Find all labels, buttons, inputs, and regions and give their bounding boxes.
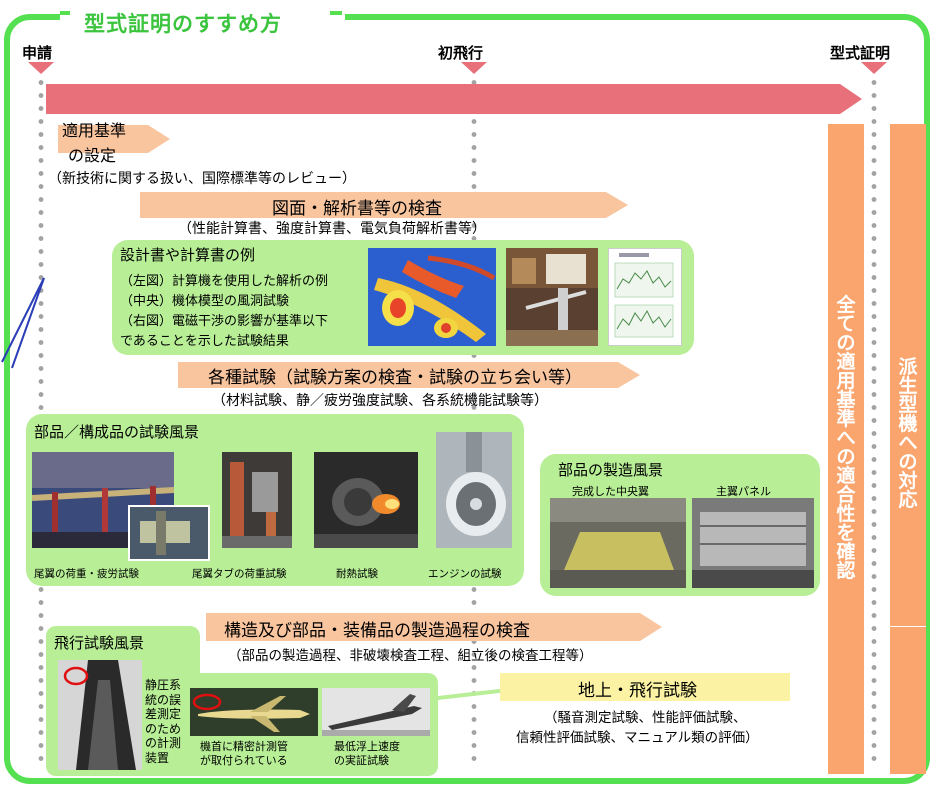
title-gap (60, 7, 345, 33)
takeoff-aircraft-image (322, 688, 430, 736)
manufacture-heading: 部品の製造風景 (558, 461, 664, 479)
design-panel-heading: 設計書や計算書の例 (120, 246, 256, 264)
drawings-label: 図面・解析書等の検査 (272, 199, 442, 219)
parts-caption: 尾翼タブの荷重試験 (192, 568, 287, 580)
center-wing-image (550, 498, 686, 588)
nose-probe-caption-line: 機首に精密計測管 (200, 740, 288, 753)
probe-caption-line: 統の誤 (145, 692, 182, 707)
timeline-dots-end (871, 76, 877, 766)
parts-caption: エンジンの試験 (428, 568, 502, 580)
tab-load-test-image (222, 452, 292, 548)
milestone-application: 申請 (22, 44, 53, 62)
manufacture-caption: 完成した中央翼 (572, 485, 649, 498)
compliance-bar-label: 全ての適用基準への適合性を確認 (836, 294, 856, 582)
tests-label: 各種試験（試験方案の検査・試験の立ち会い等） (208, 368, 582, 388)
probe-caption-line: の計測 (145, 736, 182, 750)
milestone-marker-end (861, 62, 887, 74)
takeoff-caption-line: 最低浮上速度 (334, 740, 400, 753)
standards-label-2: の設定 (68, 146, 117, 165)
design-panel-line: であることを示した試験結果 (120, 334, 289, 349)
engine-test-image (436, 432, 512, 548)
drawings-sub: （性能計算書、強度計算書、電気負荷解析書等） (178, 221, 486, 237)
wind-tunnel-image (506, 248, 598, 346)
probe-caption: 静圧系 統の誤 差測定 のため の計測 装置 (145, 678, 191, 765)
tail-probe-image (58, 660, 142, 770)
probe-caption-line: のため (145, 721, 182, 736)
tail-inset-image (128, 505, 210, 561)
cfd-analysis-image (368, 248, 496, 346)
design-panel-line: （左図）計算機を使用した解析の例 (120, 274, 329, 289)
compliance-bar (828, 124, 864, 774)
milestone-first-flight: 初飛行 (438, 44, 484, 62)
manufacturing-sub: （部品の製造過程、非破壊検査工程、組立後の検査工程等） (228, 648, 593, 664)
ground-flight-label: 地上・飛行試験 (578, 681, 697, 701)
main-wing-panel-image (692, 498, 814, 588)
milestone-marker-start (28, 62, 54, 74)
parts-caption: 尾翼の荷重・疲労試験 (34, 568, 139, 580)
derivative-bar-label: 派生型機への対応 (898, 356, 918, 511)
heat-test-image (314, 452, 418, 548)
flight-test-heading: 飛行試験風景 (54, 634, 145, 652)
ground-flight-sub-2: 信頼性評価試験、マニュアル類の評価） (516, 730, 759, 746)
nose-probe-aircraft-image (190, 688, 318, 736)
title-line-left (60, 11, 70, 15)
nose-probe-caption: 機首に精密計測管 が取付られている (200, 740, 288, 768)
takeoff-caption: 最低浮上速度 の実証試験 (334, 740, 400, 768)
ground-flight-sub-1: （騒音測定試験、性能評価試験、 (544, 710, 747, 726)
probe-caption-line: 差測定 (145, 707, 182, 721)
design-panel-line: （右図）電磁干渉の影響が基準以下 (120, 314, 329, 329)
process-frame (4, 14, 930, 784)
page-title: 型式証明のすすめ方 (84, 12, 282, 36)
parts-test-heading: 部品／構成品の試験風景 (34, 423, 200, 441)
standards-arrow (58, 125, 170, 153)
nose-probe-caption-line: が取付られている (200, 754, 288, 767)
parts-caption: 耐熱試験 (336, 568, 378, 580)
manufacture-caption: 主翼パネル (716, 485, 771, 498)
standards-label-1: 適用基準 (62, 121, 127, 140)
derivative-bar (890, 124, 926, 774)
title-line-right (330, 11, 342, 15)
manufacturing-label: 構造及び部品・装備品の製造過程の検査 (224, 621, 530, 641)
standards-sub: （新技術に関する扱い、国際標準等のレビュー） (48, 171, 356, 187)
design-panel-line: （中央）機体模型の風洞試験 (120, 294, 290, 309)
probe-caption-line: 装置 (145, 750, 170, 765)
main-timeline-arrow (46, 84, 862, 114)
tests-arrow (178, 362, 640, 388)
milestone-type-certificate: 型式証明 (830, 44, 891, 62)
drawings-arrow (140, 192, 628, 218)
tests-sub: （材料試験、静／疲労強度試験、各系統機能試験等） (212, 393, 548, 409)
milestone-marker-mid (461, 62, 487, 74)
derivative-bar-divider (890, 626, 926, 627)
manufacturing-arrow (206, 613, 662, 641)
callout-lines (1, 277, 45, 369)
emi-test-result-image (608, 248, 682, 346)
ground-flight-box (500, 673, 790, 701)
probe-caption-line: 静圧系 (145, 678, 182, 692)
takeoff-caption-line: の実証試験 (334, 754, 389, 767)
